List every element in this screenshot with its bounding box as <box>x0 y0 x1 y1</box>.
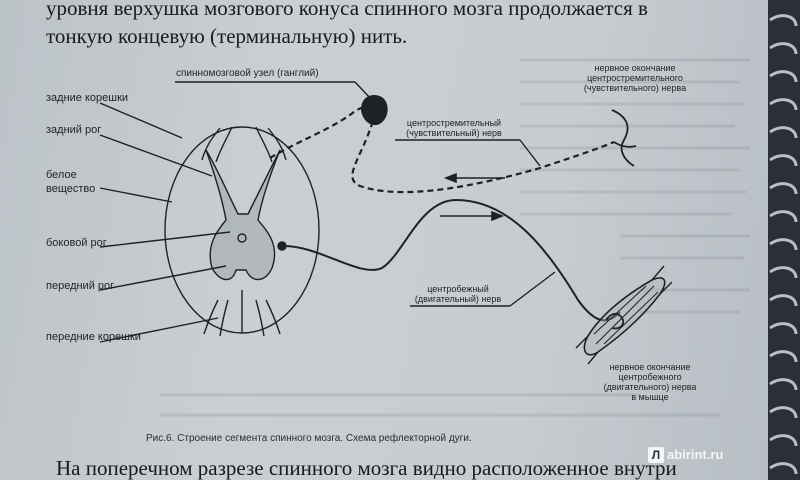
efferent-nerve <box>283 198 621 322</box>
sensory-ending <box>611 109 635 167</box>
binding-coil <box>769 406 798 419</box>
binding-coil <box>769 378 798 391</box>
binding-coil <box>769 238 798 251</box>
motor-ending <box>605 312 625 330</box>
watermark-logo-icon: Л <box>648 447 664 463</box>
spiral-binding <box>768 0 800 480</box>
label-anterior-horn: передний рог <box>46 280 115 292</box>
ganglion <box>361 94 388 126</box>
label-efferent-nerve: центробежный (двигательный) нерв <box>398 284 518 304</box>
figure-caption: Рис.6. Строение сегмента спинного мозга.… <box>146 433 472 444</box>
label-afferent-nerve-line-1: центростремительный <box>406 118 502 128</box>
afferent-nerve <box>269 105 615 194</box>
label-afferent-nerve: центростремительный (чувствительный) нер… <box>384 118 524 138</box>
label-efferent-ending-line-4: в мышце <box>631 392 669 402</box>
binding-coil <box>769 42 798 55</box>
label-efferent-ending-line-1: нервное окончание <box>609 362 691 372</box>
book-page: уровня верхушка мозгового конуса спинног… <box>0 0 768 480</box>
grey-matter <box>205 149 281 281</box>
label-efferent-nerve-line-2: (двигательный) нерв <box>414 294 502 304</box>
label-afferent-ending-line-3: (чувствительного) нерва <box>583 83 687 93</box>
binding-coil <box>769 98 798 111</box>
binding-coil <box>769 154 798 167</box>
label-efferent-nerve-line-1: центробежный <box>427 284 489 294</box>
binding-coil <box>769 350 798 363</box>
body-text-top: уровня верхушка мозгового конуса спинног… <box>46 0 746 50</box>
label-white-matter-line-2: вещество <box>46 183 96 195</box>
label-lateral-horn: боковой рог <box>46 237 107 249</box>
reflex-arc-diagram <box>99 81 673 365</box>
binding-coil <box>769 210 798 223</box>
binding-coil <box>769 294 798 307</box>
binding-coil <box>769 182 798 195</box>
label-afferent-ending-line-2: центростремительного <box>587 73 683 83</box>
label-efferent-ending: нервное окончание центробежного (двигате… <box>590 362 710 402</box>
label-afferent-nerve-line-2: (чувствительный) нерв <box>406 128 502 138</box>
label-efferent-ending-line-3: (двигательного) нерва <box>603 382 697 392</box>
body-text-line-2: тонкую концевую (терминальную) нить. <box>46 24 408 48</box>
binding-coil <box>769 434 798 447</box>
label-efferent-ending-line-2: центробежного <box>618 372 682 382</box>
label-anterior-roots: передние корешки <box>46 331 141 343</box>
watermark-text: abirint.ru <box>667 447 724 462</box>
binding-coil <box>769 322 798 335</box>
label-afferent-ending: нервное окончание центростремительного (… <box>560 63 710 93</box>
body-text-line-1: уровня верхушка мозгового конуса спинног… <box>46 0 648 20</box>
binding-coil <box>769 70 798 83</box>
central-canal <box>237 233 247 243</box>
label-white-matter-line-1: белое <box>46 169 77 181</box>
binding-coil <box>769 126 798 139</box>
label-afferent-ending-line-1: нервное окончание <box>594 63 676 73</box>
binding-coil <box>769 462 798 475</box>
binding-coil <box>769 14 798 27</box>
show-through-text <box>160 58 750 417</box>
label-posterior-roots: задние корешки <box>46 92 129 104</box>
body-text-bottom: На поперечном разрезе спинного мозга вид… <box>56 456 677 480</box>
label-ganglion: спинномозговой узел (ганглий) <box>176 68 319 79</box>
label-posterior-horn: задний рог <box>46 124 102 136</box>
binding-coil <box>769 266 798 279</box>
